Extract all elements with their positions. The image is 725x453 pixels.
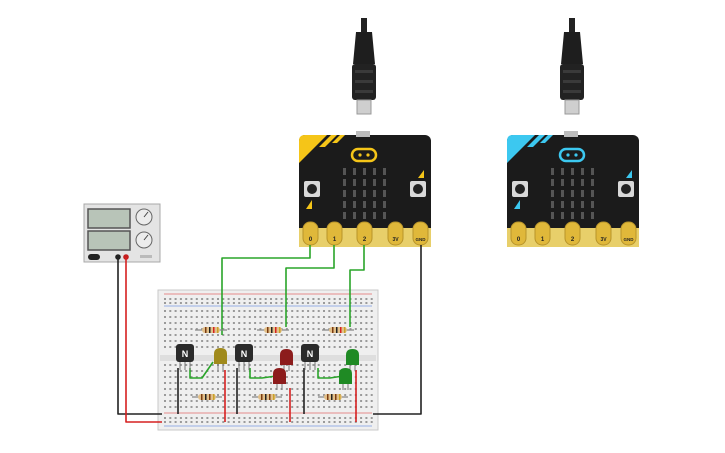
button-a[interactable] bbox=[304, 181, 320, 197]
button-b[interactable] bbox=[410, 181, 426, 197]
microbit-logo-icon[interactable] bbox=[350, 147, 378, 163]
button-a[interactable] bbox=[512, 181, 528, 197]
transistor-label: N bbox=[307, 349, 314, 359]
pin-label: 2 bbox=[363, 237, 367, 243]
pin-label: 1 bbox=[541, 237, 545, 243]
usb-cable-2[interactable] bbox=[560, 18, 584, 115]
microbit2-pin-1[interactable] bbox=[534, 221, 551, 246]
jumper-green[interactable] bbox=[317, 368, 344, 379]
pin-label: GND bbox=[624, 237, 635, 242]
microbit1-pin-3v[interactable] bbox=[387, 221, 404, 246]
microbit-2[interactable]: 0 1 2 3V GND bbox=[507, 131, 639, 247]
current-display bbox=[87, 230, 131, 251]
pin-label: GND bbox=[416, 237, 427, 242]
pin-label: 2 bbox=[571, 237, 575, 243]
led-matrix bbox=[551, 168, 594, 219]
led-yellow[interactable] bbox=[214, 348, 227, 370]
microbit2-pin-gnd[interactable] bbox=[620, 221, 637, 246]
wire-supply-negative[interactable] bbox=[117, 257, 162, 415]
breadboard[interactable] bbox=[157, 289, 379, 431]
led-matrix bbox=[343, 168, 386, 219]
wire-pin1[interactable] bbox=[285, 245, 335, 327]
microbit-logo-icon[interactable] bbox=[558, 147, 586, 163]
microbit2-pin-2[interactable] bbox=[564, 221, 581, 246]
power-switch[interactable] bbox=[88, 254, 100, 260]
transistor-label: N bbox=[241, 349, 248, 359]
resistor[interactable] bbox=[257, 327, 289, 333]
wire-pin0[interactable] bbox=[221, 245, 311, 335]
led-green[interactable] bbox=[339, 368, 352, 390]
voltage-display bbox=[87, 208, 131, 229]
power-supply[interactable] bbox=[83, 203, 161, 263]
usb-cable-1[interactable] bbox=[352, 18, 376, 115]
resistor[interactable] bbox=[322, 327, 354, 333]
jumper-green[interactable] bbox=[249, 368, 277, 379]
transistor[interactable]: N bbox=[301, 344, 319, 370]
wire-pin2[interactable] bbox=[349, 245, 365, 327]
button-b[interactable] bbox=[618, 181, 634, 197]
pin-label: 1 bbox=[333, 237, 337, 243]
microbit-1[interactable]: 0 1 2 3V GND bbox=[299, 131, 431, 247]
resistor[interactable] bbox=[195, 327, 227, 333]
resistor[interactable] bbox=[318, 394, 348, 400]
transistor[interactable]: N bbox=[235, 344, 253, 370]
pin-label: 0 bbox=[517, 237, 521, 243]
wire-supply-positive[interactable] bbox=[125, 257, 162, 423]
transistor-label: N bbox=[182, 349, 189, 359]
transistor[interactable]: N bbox=[176, 344, 194, 370]
resistor[interactable] bbox=[252, 394, 282, 400]
jumper-green[interactable] bbox=[189, 361, 214, 379]
pin-label: 3V bbox=[392, 237, 399, 243]
pin-label: 0 bbox=[309, 237, 313, 243]
pin-label: 3V bbox=[600, 237, 607, 243]
led-red[interactable] bbox=[273, 368, 286, 390]
microbit2-pin-3v[interactable] bbox=[595, 221, 612, 246]
microbit2-pin-0[interactable] bbox=[510, 221, 527, 246]
resistor[interactable] bbox=[192, 394, 222, 400]
wire-gnd[interactable] bbox=[373, 245, 422, 415]
